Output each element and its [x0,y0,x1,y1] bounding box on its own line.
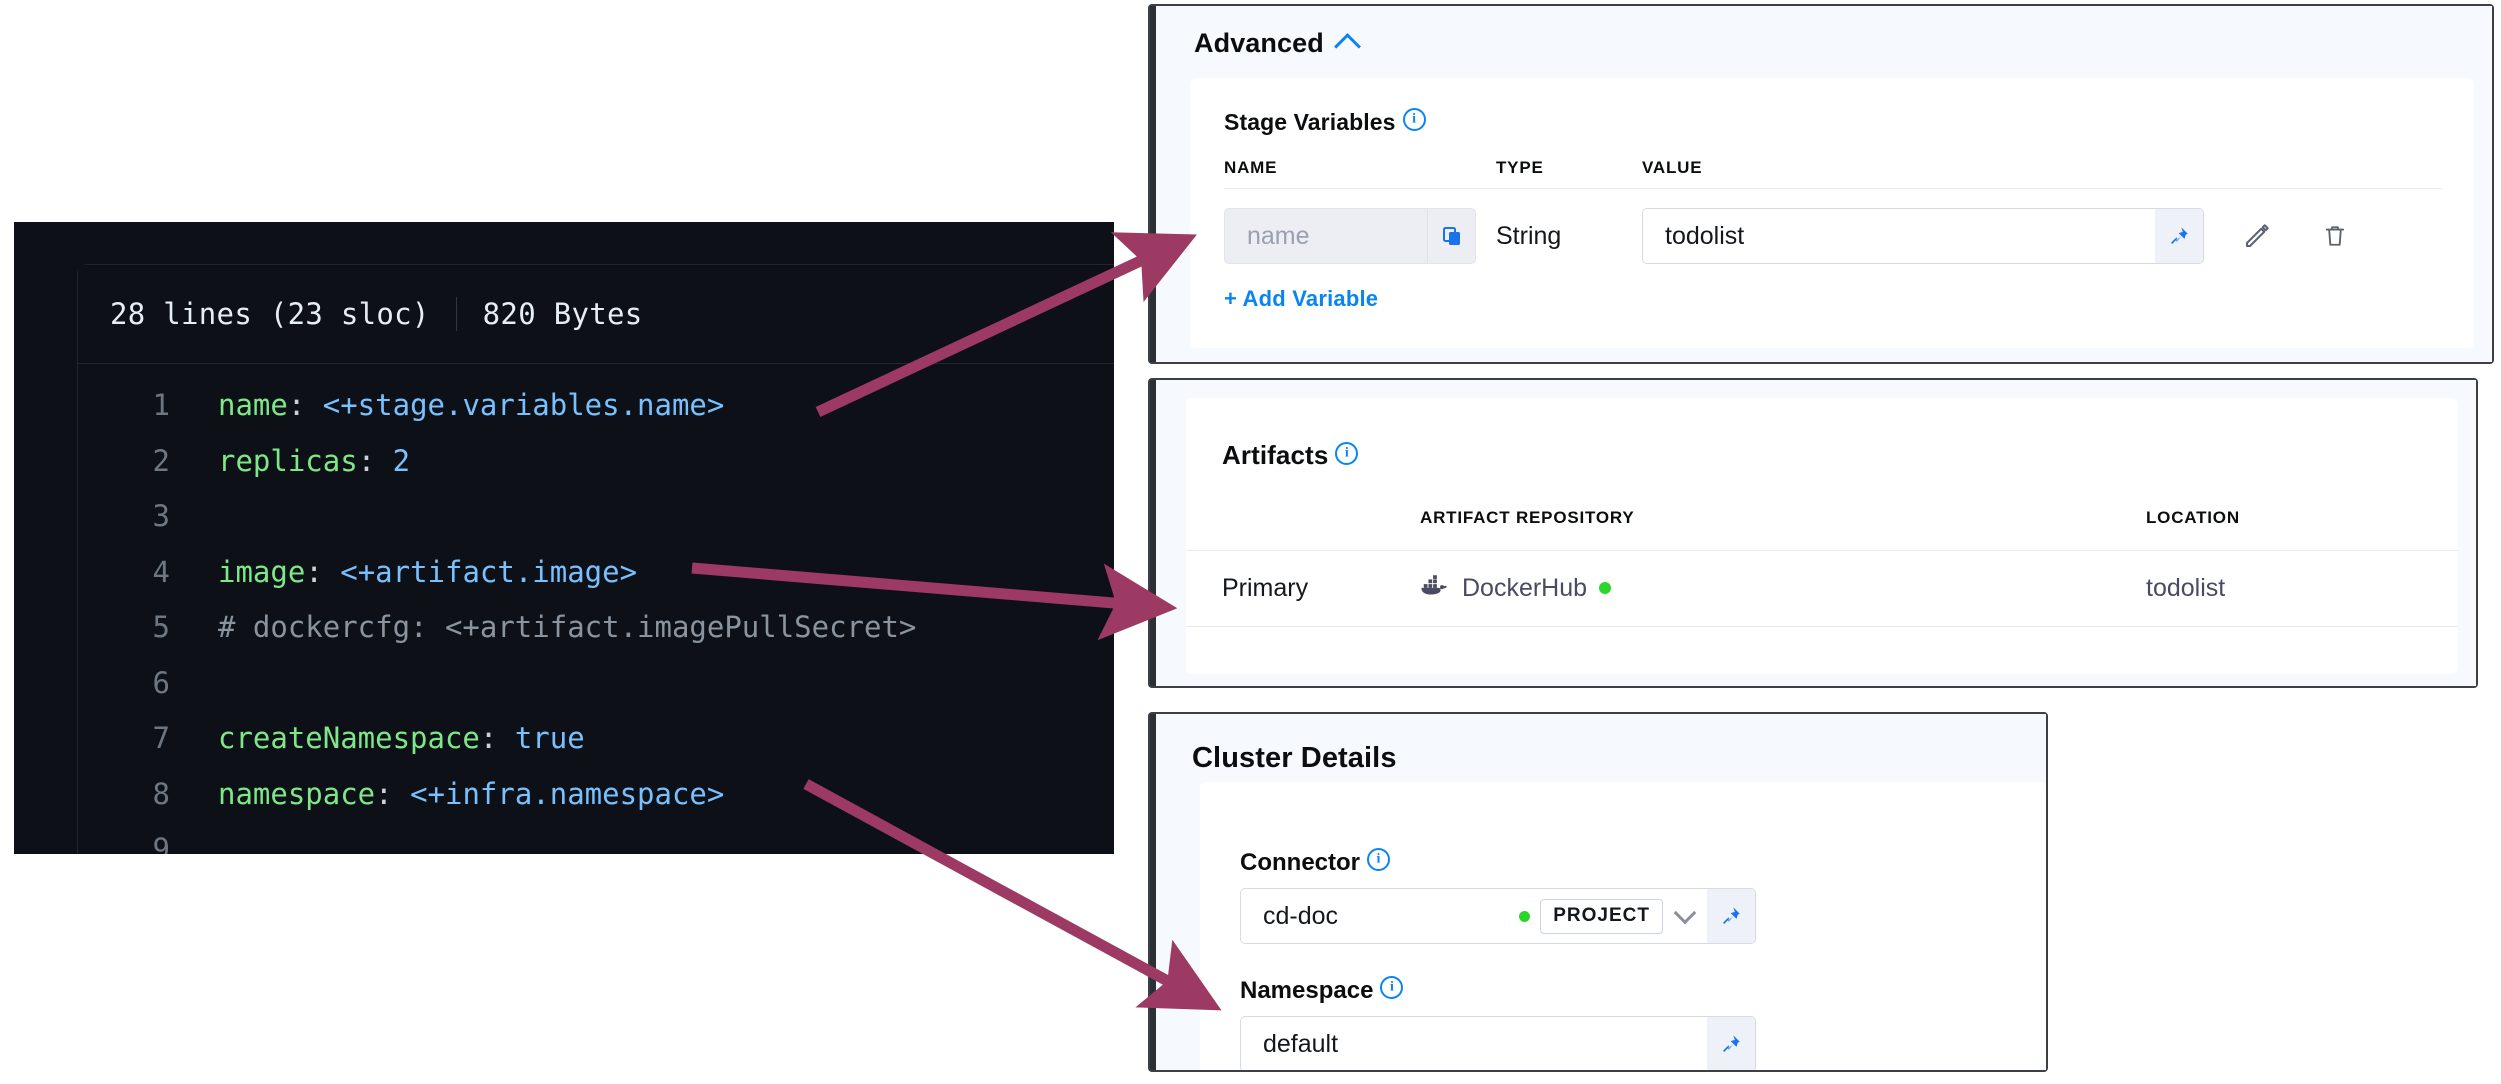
stage-variable-value-input[interactable]: todolist [1642,208,2204,264]
code-line: 1 name: <+stage.variables.name> [78,378,1114,434]
code-line: 5 # dockercfg: <+artifact.imagePullSecret… [78,600,1114,656]
artifacts-primary-row[interactable]: Primary [1186,550,2458,626]
cluster-details-body: Cluster Details Connector cd-doc PROJECT [1150,714,2046,1070]
info-icon[interactable] [1380,976,1404,999]
add-variable-button[interactable]: + Add Variable [1224,286,1379,311]
info-icon[interactable] [1402,108,1426,131]
column-header-location: LOCATION [2146,508,2240,527]
namespace-value: default [1263,1029,1339,1058]
code-line: 9 [78,822,1114,854]
artifact-kind: Primary [1222,573,1309,602]
connector-label: Connector [1240,849,1360,876]
chevron-down-icon[interactable] [1663,901,1707,927]
code-line: 6 [78,656,1114,712]
column-header-artifact-repository: ARTIFACT REPOSITORY [1420,508,1635,527]
stage-variable-value-text: todolist [1665,221,1745,250]
pin-icon[interactable] [2155,209,2203,263]
code-line-number: 3 [152,499,170,533]
advanced-title: Advanced [1194,28,1324,58]
code-line-number: 2 [152,443,170,478]
artifacts-header-divider [1186,550,2458,551]
code-line-number: 4 [152,554,170,589]
status-dot-icon [1599,582,1612,594]
code-line: 2 replicas: 2 [78,434,1114,490]
cluster-details-sheet: Connector cd-doc PROJECT Namespace [1200,782,2046,1070]
code-line-number: 1 [152,388,170,422]
artifact-location: todolist [2146,573,2226,602]
code-line-number: 6 [152,665,170,700]
code-line-content [170,656,235,712]
info-icon[interactable] [1367,848,1390,871]
code-viewer-panel: 28 lines (23 sloc) 820 Bytes 1 name: <+st… [14,222,1114,854]
advanced-section-card: Advanced Stage Variables NAME TYPE VALUE… [1148,4,2494,364]
copy-icon[interactable] [1427,209,1475,263]
stage-variable-row: name String todolist [1224,208,2442,264]
artifacts-section-card: Artifacts ARTIFACT REPOSITORY LOCATION P… [1148,378,2478,688]
code-line-content: createNamespace: true [218,721,585,755]
column-header-name: NAME [1224,158,1278,177]
cluster-details-card: Cluster Details Connector cd-doc PROJECT [1148,712,2048,1072]
code-file-size: 820 Bytes [482,297,643,331]
artifacts-title: Artifacts [1222,440,1329,470]
artifacts-title-row: Artifacts [1222,440,1359,471]
stage-variable-name-text: name [1247,221,1310,250]
code-line-content: namespace: <+infra.namespace> [218,776,725,811]
code-line-content [170,489,235,545]
code-line-content: replicas: 2 [218,443,411,478]
pencil-icon[interactable] [2234,208,2280,264]
connector-status-dot-icon [1519,910,1531,922]
docker-icon [1420,574,1450,603]
pin-icon[interactable] [1707,889,1755,943]
stage-variable-type: String [1496,221,1562,250]
stage-variables-title: Stage Variables [1224,109,1396,135]
info-icon[interactable] [1335,442,1359,465]
code-line-content [170,822,235,854]
namespace-input[interactable]: default [1240,1016,1756,1070]
stage-variable-name-input[interactable]: name [1224,208,1476,264]
code-line-number: 5 [152,610,170,644]
artifact-repository-cell: DockerHub [1420,550,1612,626]
chevron-up-icon[interactable] [1333,33,1361,60]
code-line-number: 8 [152,776,170,811]
pin-icon[interactable] [1707,1017,1755,1070]
namespace-label-row: Namespace [1240,976,1404,1005]
code-line-content: image: <+artifact.image> [218,554,638,589]
artifacts-sheet: Artifacts ARTIFACT REPOSITORY LOCATION P… [1186,398,2458,674]
code-meta-divider [455,297,457,331]
stage-variables-title-row: Stage Variables [1224,108,1426,136]
column-header-value: VALUE [1642,158,1703,177]
code-line-content: name: <+stage.variables.name> [218,388,725,422]
cluster-details-title-row: Cluster Details [1192,742,1397,775]
header-divider [1224,188,2442,189]
connector-input[interactable]: cd-doc PROJECT [1240,888,1756,944]
code-line: 8 namespace: <+infra.namespace> [78,767,1114,823]
code-line: 7 createNamespace: true [78,711,1114,767]
artifacts-section-body: Artifacts ARTIFACT REPOSITORY LOCATION P… [1150,380,2476,686]
code-viewer-inner: 28 lines (23 sloc) 820 Bytes 1 name: <+st… [77,264,1114,854]
connector-value: cd-doc [1263,901,1339,930]
code-line-number: 7 [152,721,170,755]
column-header-type: TYPE [1496,158,1544,177]
stage-variables-sheet: Stage Variables NAME TYPE VALUE name [1190,78,2474,348]
advanced-header[interactable]: Advanced [1194,28,1361,60]
artifacts-row-divider [1186,626,2458,627]
code-line-count: 28 lines (23 sloc) [110,297,430,331]
code-line-content: # dockercfg: <+artifact.imagePullSecret> [218,610,917,644]
code-line: 4 image: <+artifact.image> [78,545,1114,601]
namespace-label: Namespace [1240,977,1374,1004]
code-line-number: 9 [152,832,170,854]
code-lines: 1 name: <+stage.variables.name> 2 replicas:… [78,364,1114,854]
advanced-section-body: Advanced Stage Variables NAME TYPE VALUE… [1150,6,2492,362]
connector-scope-badge: PROJECT [1540,898,1663,934]
code-file-meta: 28 lines (23 sloc) 820 Bytes [78,265,1114,364]
artifact-repository-name: DockerHub [1462,573,1588,602]
connector-label-row: Connector [1240,848,1390,877]
code-line: 3 [78,489,1114,545]
cluster-details-title: Cluster Details [1192,742,1397,774]
trash-icon[interactable] [2312,208,2358,264]
